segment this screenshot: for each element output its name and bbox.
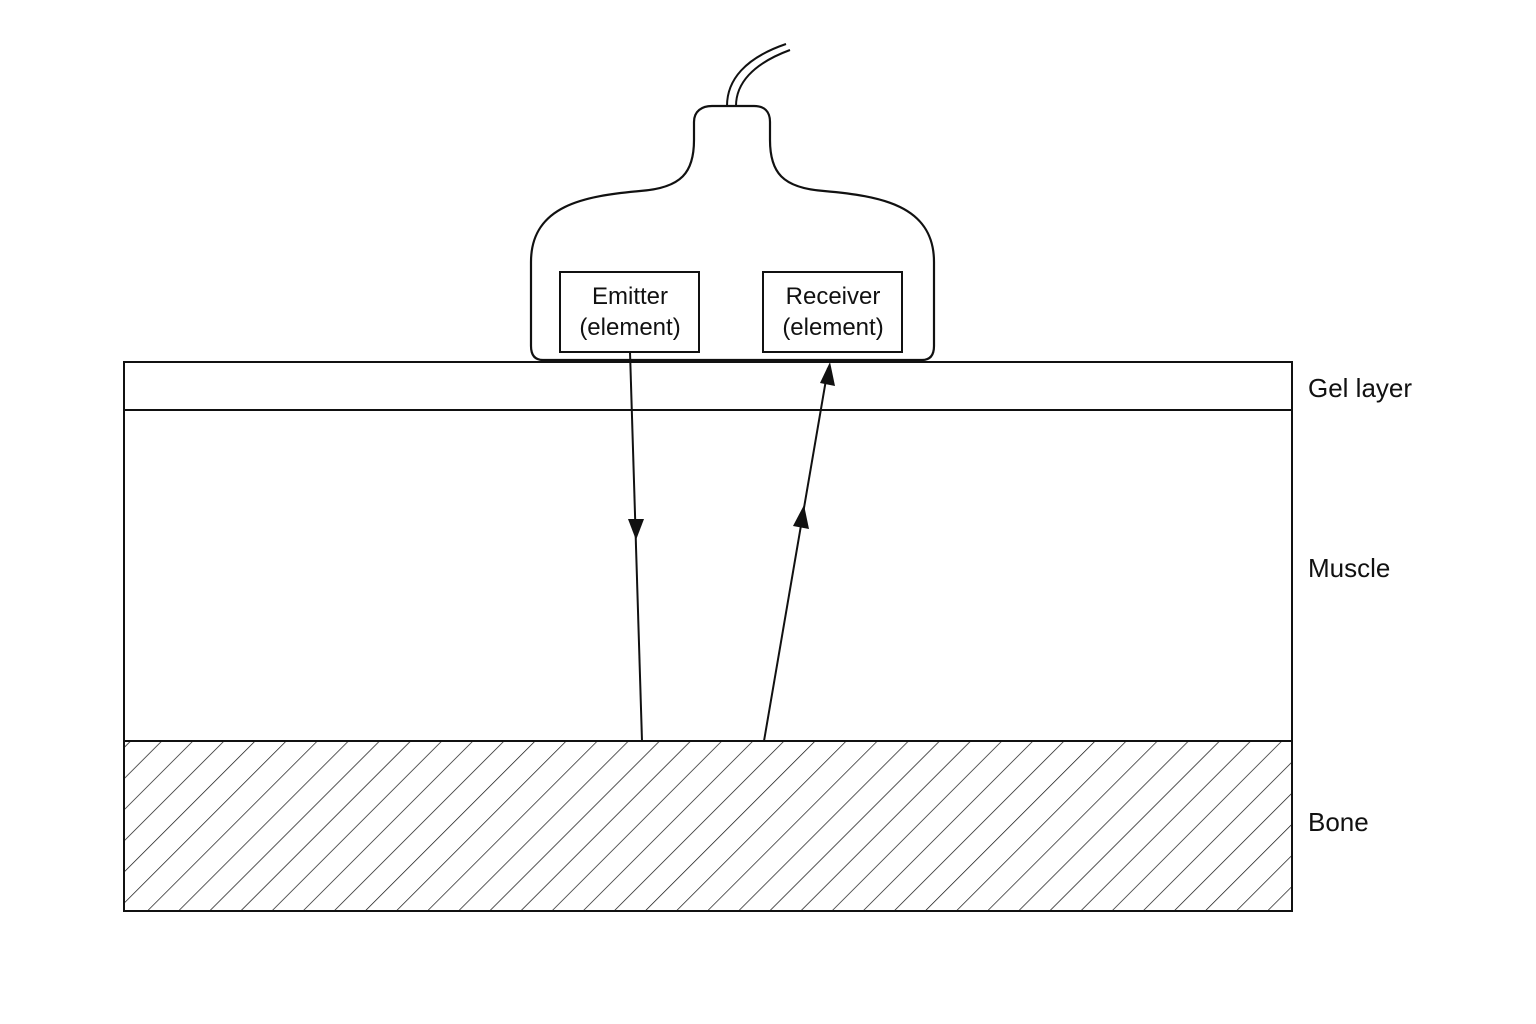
muscle-label: Muscle xyxy=(1308,553,1390,583)
receiver-label-line1: Receiver xyxy=(786,283,881,310)
reflected-beam-arrowhead xyxy=(793,505,809,529)
gel-layer-label: Gel layer xyxy=(1308,373,1412,403)
emitted-beam xyxy=(628,351,644,742)
emitter-element: Emitter (element) xyxy=(559,271,700,353)
muscle-layer xyxy=(123,409,1293,742)
receiver-label-line2: (element) xyxy=(782,314,883,341)
emitted-beam-arrowhead xyxy=(628,519,644,540)
bone-layer xyxy=(123,740,1293,912)
emitter-label-line2: (element) xyxy=(579,314,680,341)
receiver-element: Receiver (element) xyxy=(762,271,903,353)
reflected-beam xyxy=(763,362,835,742)
bone-label: Bone xyxy=(1308,807,1369,837)
probe-cable xyxy=(726,43,791,107)
gel-layer xyxy=(123,361,1293,411)
reflected-beam-tip-arrowhead xyxy=(820,362,835,386)
emitter-label-line1: Emitter xyxy=(592,283,668,310)
